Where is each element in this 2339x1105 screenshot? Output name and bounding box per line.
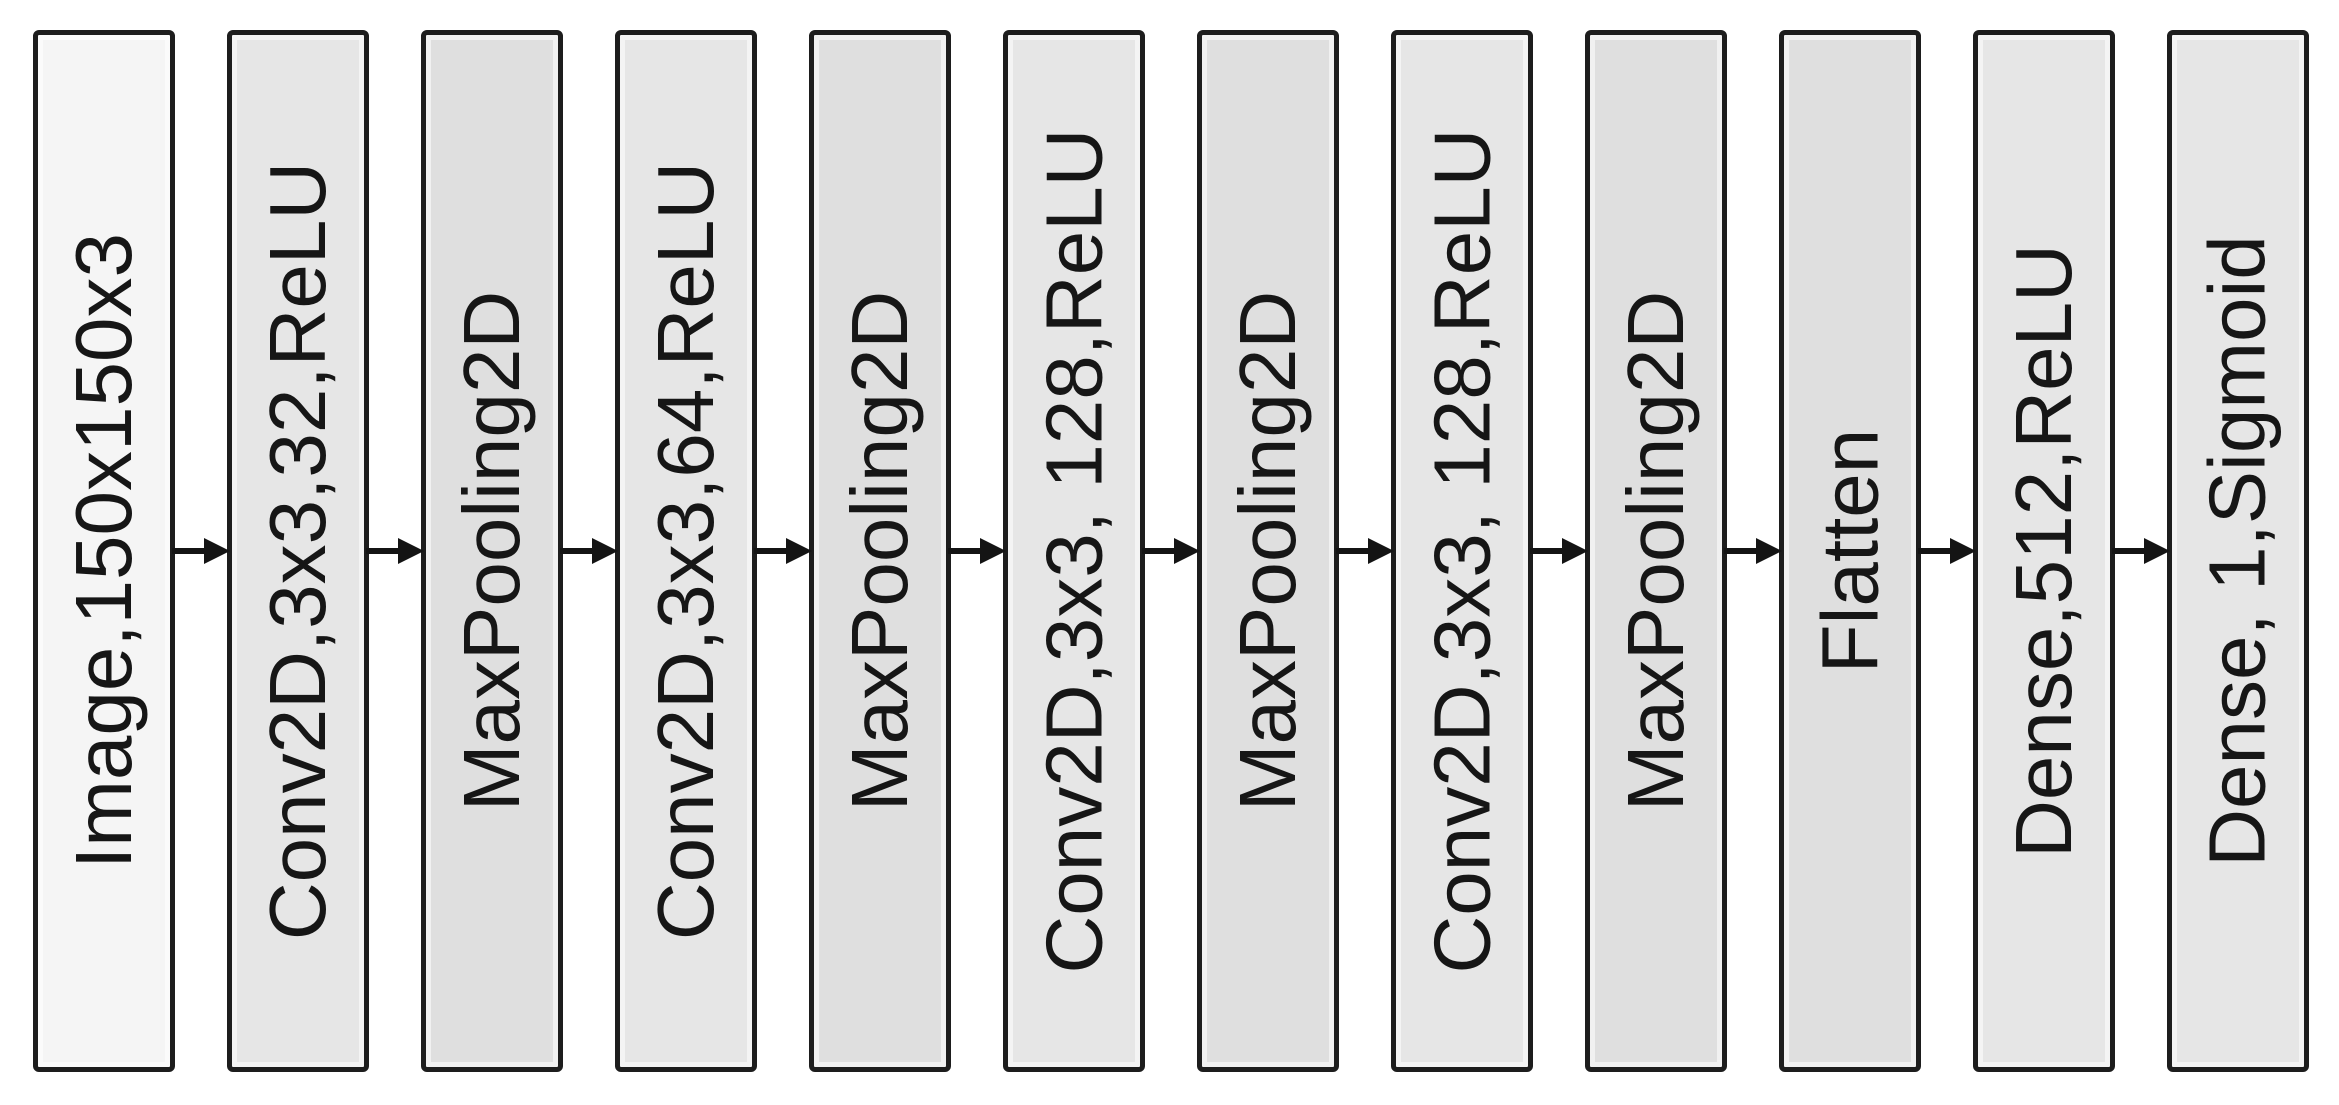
layer-box-dense-output: Dense, 1,Sigmoid bbox=[2167, 30, 2309, 1072]
arrow-shaft bbox=[1530, 548, 1564, 554]
flow-arrow bbox=[948, 30, 1006, 1072]
layer-label-flatten: Flatten bbox=[1805, 428, 1895, 674]
flow-arrow bbox=[172, 30, 230, 1072]
flow-arrow bbox=[1142, 30, 1200, 1072]
arrow-shaft bbox=[172, 548, 206, 554]
layer-label-conv4: Conv2D,3x3, 128,ReLU bbox=[1417, 128, 1507, 974]
flow-arrow bbox=[366, 30, 424, 1072]
flow-arrow bbox=[1918, 30, 1976, 1072]
layer-box-maxpool1: MaxPooling2D bbox=[421, 30, 563, 1072]
arrow-shaft bbox=[1918, 548, 1952, 554]
arrow-head-icon bbox=[204, 538, 230, 564]
arrow-shaft bbox=[754, 548, 788, 554]
arrow-shaft bbox=[1724, 548, 1758, 554]
arrow-head-icon bbox=[1368, 538, 1394, 564]
arrow-head-icon bbox=[398, 538, 424, 564]
layer-box-maxpool4: MaxPooling2D bbox=[1585, 30, 1727, 1072]
flow-arrow bbox=[1530, 30, 1588, 1072]
layer-box-conv3: Conv2D,3x3, 128,ReLU bbox=[1003, 30, 1145, 1072]
arrow-shaft bbox=[1142, 548, 1176, 554]
layer-box-flatten: Flatten bbox=[1779, 30, 1921, 1072]
layer-label-image-input: Image,150x150x3 bbox=[59, 232, 149, 870]
layer-label-maxpool1: MaxPooling2D bbox=[447, 290, 536, 812]
layer-label-maxpool3: MaxPooling2D bbox=[1223, 290, 1312, 812]
layer-label-maxpool2: MaxPooling2D bbox=[835, 290, 924, 812]
flow-arrow bbox=[1336, 30, 1394, 1072]
flow-arrow bbox=[1724, 30, 1782, 1072]
arrow-head-icon bbox=[786, 538, 812, 564]
layer-label-dense1: Dense,512,ReLU bbox=[1999, 244, 2088, 858]
arrow-shaft bbox=[948, 548, 982, 554]
layer-label-maxpool4: MaxPooling2D bbox=[1611, 290, 1700, 812]
arrow-head-icon bbox=[980, 538, 1006, 564]
arrow-head-icon bbox=[592, 538, 618, 564]
layer-label-conv3: Conv2D,3x3, 128,ReLU bbox=[1029, 128, 1119, 974]
layer-label-conv2: Conv2D,3x3,64,ReLU bbox=[641, 161, 731, 941]
layer-label-dense-output: Dense, 1,Sigmoid bbox=[2193, 235, 2283, 867]
arrow-shaft bbox=[560, 548, 594, 554]
layer-box-conv4: Conv2D,3x3, 128,ReLU bbox=[1391, 30, 1533, 1072]
layer-row: Image,150x150x3 Conv2D,3x3,32,ReLU MaxPo… bbox=[33, 30, 2309, 1072]
layer-label-conv1: Conv2D,3x3,32,ReLU bbox=[253, 161, 343, 941]
arrow-shaft bbox=[2112, 548, 2146, 554]
layer-box-image-input: Image,150x150x3 bbox=[33, 30, 175, 1072]
layer-box-maxpool3: MaxPooling2D bbox=[1197, 30, 1339, 1072]
layer-box-maxpool2: MaxPooling2D bbox=[809, 30, 951, 1072]
arrow-head-icon bbox=[1562, 538, 1588, 564]
arrow-shaft bbox=[1336, 548, 1370, 554]
layer-box-conv2: Conv2D,3x3,64,ReLU bbox=[615, 30, 757, 1072]
layer-box-dense1: Dense,512,ReLU bbox=[1973, 30, 2115, 1072]
flow-arrow bbox=[2112, 30, 2170, 1072]
arrow-head-icon bbox=[1756, 538, 1782, 564]
arrow-head-icon bbox=[1950, 538, 1976, 564]
flow-arrow bbox=[754, 30, 812, 1072]
layer-box-conv1: Conv2D,3x3,32,ReLU bbox=[227, 30, 369, 1072]
arrow-head-icon bbox=[1174, 538, 1200, 564]
arrow-head-icon bbox=[2144, 538, 2170, 564]
arrow-shaft bbox=[366, 548, 400, 554]
flow-arrow bbox=[560, 30, 618, 1072]
